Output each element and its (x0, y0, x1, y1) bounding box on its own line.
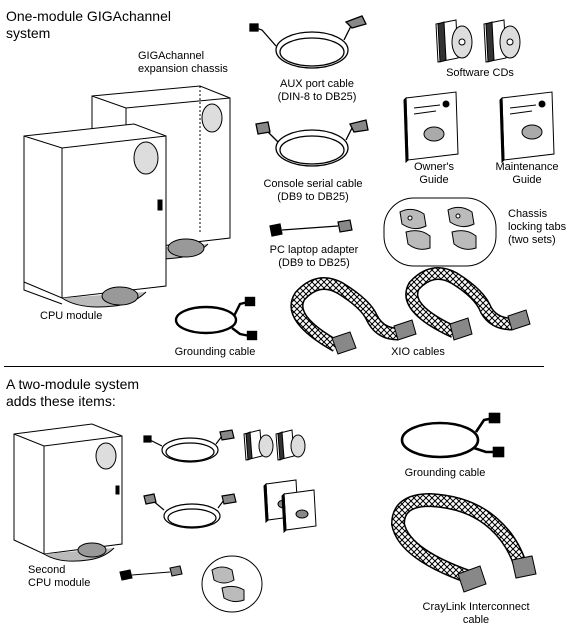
grounding-cable-2-label: Grounding cable (404, 467, 486, 479)
console-serial-cable-label-line1: Console serial cable (263, 178, 363, 190)
guides-2-icon (263, 479, 317, 534)
owners-guide-label: Owner's Guide (406, 161, 462, 187)
maintenance-guide-label-line1: Maintenance (495, 161, 559, 173)
aux-port-cable-label-line1: AUX port cable (280, 78, 354, 90)
pc-laptop-adapter-icon (269, 219, 353, 237)
expansion-chassis-label-line2: expansion chassis (138, 63, 228, 75)
expansion-chassis-label: GIGAchannel expansion chassis (138, 50, 228, 76)
aux-port-cable-label-line2: (DIN-8 to DB25) (277, 91, 357, 103)
owners-guide-label-line2: Guide (419, 174, 449, 186)
section-two-heading-line1: A two-module system (6, 376, 140, 392)
console-serial-cable-2-icon (143, 493, 237, 529)
owners-guide-label-line1: Owner's (414, 161, 454, 173)
xio-cables-icon (290, 267, 531, 355)
pc-laptop-adapter-label-line2: (DB9 to DB25) (278, 257, 350, 269)
console-serial-cable-label: Console serial cable (DB9 to DB25) (254, 178, 372, 204)
craylink-cable-icon (390, 492, 537, 593)
second-cpu-module-icon (13, 423, 123, 562)
section-divider (4, 366, 544, 367)
aux-port-cable-icon (249, 15, 367, 69)
cpu-module-icon (23, 123, 167, 308)
cpu-module-label: CPU module (40, 310, 103, 322)
second-cpu-module-label: Second CPU module (28, 564, 90, 590)
chassis-locking-tabs-label-line2: locking tabs (508, 221, 567, 233)
craylink-cable-label-line1: CrayLink Interconnect (422, 601, 530, 613)
second-cpu-module-label-line1: Second (28, 564, 66, 576)
section-two-heading: A two-module system adds these items: (6, 376, 139, 410)
grounding-cable-label: Grounding cable (174, 346, 256, 358)
grounding-cable-2-icon (400, 412, 505, 459)
console-serial-cable-label-line2: (DB9 to DB25) (277, 191, 349, 203)
craylink-cable-label: CrayLink Interconnect cable (406, 601, 546, 627)
chassis-locking-tabs-label-line1: Chassis (508, 208, 548, 220)
maintenance-guide-icon (499, 91, 555, 164)
pc-laptop-adapter-label: PC laptop adapter (DB9 to DB25) (252, 244, 376, 270)
chassis-locking-tabs-icon (383, 197, 497, 267)
expansion-chassis-label-line1: GIGAchannel (138, 50, 205, 62)
software-cds-2-icon (243, 429, 306, 461)
chassis-locking-tabs-2-icon (201, 555, 263, 613)
xio-cables-label: XIO cables (391, 346, 445, 358)
owners-guide-icon (403, 91, 459, 164)
craylink-cable-label-line2: cable (462, 614, 490, 626)
pc-laptop-adapter-label-line1: PC laptop adapter (269, 244, 359, 256)
aux-port-cable-label: AUX port cable (DIN-8 to DB25) (262, 78, 372, 104)
section-two-heading-line2: adds these items: (6, 393, 116, 409)
second-cpu-module-label-line2: CPU module (28, 577, 91, 589)
software-cds-icon (435, 19, 521, 63)
console-serial-cable-icon (255, 119, 369, 167)
aux-port-cable-2-icon (143, 429, 235, 463)
software-cds-label: Software CDs (446, 67, 514, 79)
grounding-cable-icon (174, 296, 258, 341)
maintenance-guide-label: Maintenance Guide (492, 161, 562, 187)
maintenance-guide-label-line2: Guide (512, 174, 542, 186)
chassis-locking-tabs-label-line3: (two sets) (508, 234, 556, 246)
section-one-heading: One-module GIGAchannel system (6, 8, 171, 42)
pc-laptop-adapter-2-icon (119, 565, 183, 581)
section-one-heading-line2: system (6, 25, 51, 41)
chassis-locking-tabs-label: Chassis locking tabs (two sets) (508, 208, 566, 247)
section-one-heading-line1: One-module GIGAchannel (6, 8, 171, 24)
